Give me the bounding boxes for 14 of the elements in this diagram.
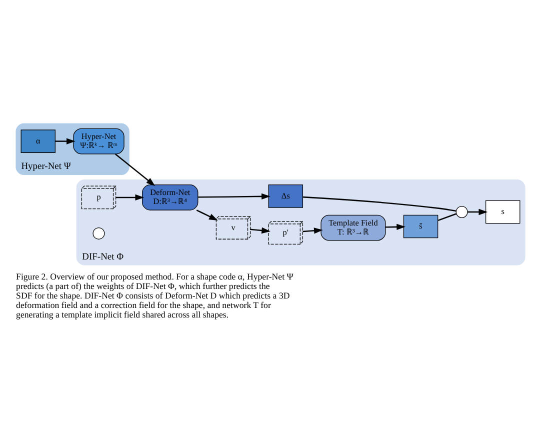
arrow <box>196 209 218 220</box>
arrow <box>114 153 156 186</box>
node-circle <box>92 226 105 239</box>
node-circle <box>456 205 468 218</box>
caption: Figure 2. Overview of our proposed method. For a shape code α, Hyper-Net Ψ predicts (a part of) the weights of DIF-Net Φ, which further predicts the SDF for the shape. DIF-Net Φ consists of Deform-Net D which predicts a 3D deformation field and a correction field for the shape, and network T for generating a template implicit field shared across all shapes. <box>16 271 294 320</box>
arrow <box>302 227 323 234</box>
arrow <box>385 223 406 230</box>
connector <box>438 212 457 221</box>
arrow <box>55 138 76 144</box>
connector <box>302 196 456 212</box>
arrow <box>250 226 270 234</box>
arrow <box>468 208 488 215</box>
arrow <box>116 194 144 200</box>
arrow <box>198 192 270 200</box>
